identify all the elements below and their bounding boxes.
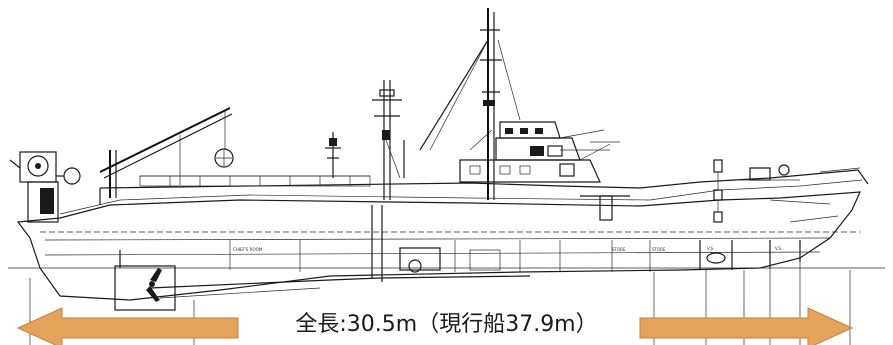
room-label-vs-1: V.S. (707, 246, 714, 251)
stern-reel (9, 151, 81, 223)
room-label-store-2: STORE (652, 247, 666, 252)
bow-frames (713, 159, 723, 223)
bulwark-line (99, 169, 869, 189)
forward-winch (740, 164, 861, 181)
room-label-chiefs-room: CHIEF'S ROOM (233, 247, 263, 252)
tank-top (44, 237, 831, 241)
annotation-leaders (559, 129, 839, 223)
bulkheads (229, 205, 801, 282)
aft-radar-mast (325, 132, 341, 178)
sheer-line (59, 179, 863, 215)
bow-thruster (706, 252, 726, 264)
main-mast (419, 8, 521, 200)
propeller-icon (146, 268, 162, 302)
keel-line (149, 275, 531, 289)
dimension-arrow-left (16, 307, 239, 345)
hull-outline (16, 191, 861, 301)
engine-block (399, 247, 501, 273)
room-label-store-1: STORE (612, 247, 626, 252)
room-label-vs-2: V.S. (775, 246, 782, 251)
stern-frame (114, 265, 176, 311)
wheelhouse (459, 121, 620, 183)
overall-length-text: 全長:30.5m（現行船37.9m） (287, 312, 606, 337)
overall-length-label: 全長:30.5m（現行船37.9m） (0, 306, 893, 338)
deck-rails (140, 175, 370, 186)
radar-mast (372, 80, 405, 200)
dimension-arrow-right (639, 307, 854, 345)
crane (99, 107, 234, 198)
double-bottom (44, 251, 821, 256)
shaft-line (159, 287, 321, 299)
grab-bucket-icon (214, 148, 234, 168)
